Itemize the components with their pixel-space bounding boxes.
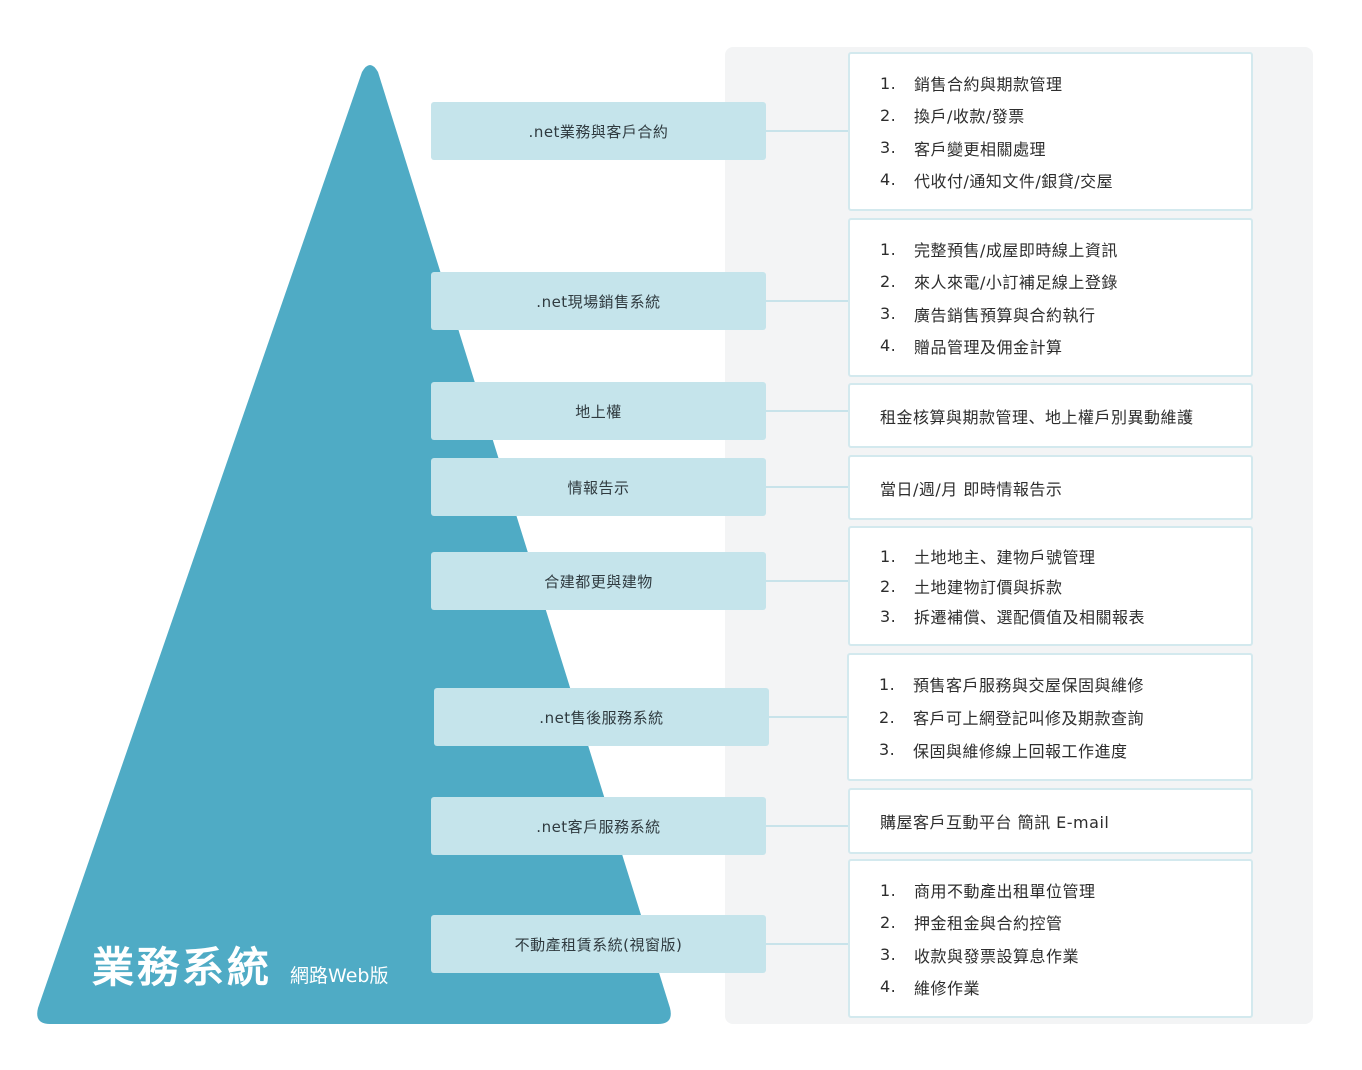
detail-item-text: 換戶/收款/發票 (914, 107, 1025, 127)
detail-item: 3. 客戶變更相關處理 (880, 132, 1251, 164)
system-title: 業務系統 網路Web版 (92, 934, 388, 995)
connector-line (769, 716, 847, 718)
module-box: .net業務與客戶合約 (431, 102, 766, 160)
connector-line (766, 410, 848, 412)
detail-item-text: 保固與維修線上回報工作進度 (913, 741, 1128, 761)
detail-item: 3. 拆遷補償、選配價值及相關報表 (880, 601, 1251, 631)
detail-item-number: 4. (880, 170, 897, 190)
detail-item-number: 1. (880, 880, 897, 900)
detail-item-text: 押金租金與合約控管 (914, 914, 1063, 934)
module-detail-box: 當日/週/月 即時情報告示 (848, 455, 1253, 520)
detail-item-text: 代收付/通知文件/銀貸/交屋 (914, 171, 1114, 191)
detail-item-number: 2. (880, 576, 897, 596)
detail-item-number: 2. (880, 105, 897, 125)
connector-line (766, 825, 848, 827)
detail-item-text: 來人來電/小訂補足線上登錄 (914, 273, 1118, 293)
module-box: .net客戶服務系統 (431, 797, 766, 855)
detail-item-text: 收款與發票設算息作業 (914, 946, 1080, 966)
connector-line (766, 130, 848, 132)
detail-item: 租金核算與期款管理、地上權戶別異動維護 (880, 404, 1251, 428)
detail-item: 4. 贈品管理及佣金計算 (880, 330, 1251, 362)
connector-line (766, 486, 848, 488)
pyramid-triangle (37, 65, 671, 1024)
detail-item-text: 廣告銷售預算與合約執行 (914, 305, 1096, 325)
detail-item-number: 3. (880, 304, 897, 324)
detail-item: 2. 押金租金與合約控管 (880, 906, 1251, 938)
module-detail-box: 購屋客戶互動平台 簡訊 E-mail (848, 788, 1253, 854)
connector-line (766, 943, 848, 945)
detail-item: 購屋客戶互動平台 簡訊 E-mail (880, 809, 1251, 833)
detail-item-number: 4. (880, 977, 897, 997)
detail-item-number: 4. (880, 336, 897, 356)
detail-item: 3. 廣告銷售預算與合約執行 (880, 298, 1251, 330)
module-box: 不動產租賃系統(視窗版) (431, 915, 766, 973)
detail-item: 3. 保固與維修線上回報工作進度 (879, 733, 1251, 766)
detail-item-text: 購屋客戶互動平台 簡訊 E-mail (880, 813, 1110, 832)
detail-item-number: 2. (880, 271, 897, 291)
detail-item-number: 1. (879, 674, 896, 694)
detail-item-number: 1. (880, 73, 897, 93)
detail-item-text: 預售客戶服務與交屋保固與維修 (913, 676, 1145, 696)
detail-item-text: 客戶變更相關處理 (914, 139, 1047, 159)
detail-item: 2. 來人來電/小訂補足線上登錄 (880, 265, 1251, 297)
module-detail-box: 1. 完整預售/成屋即時線上資訊 2. 來人來電/小訂補足線上登錄 3. 廣告銷售預算與合… (848, 218, 1253, 377)
detail-item-text: 拆遷補償、選配價值及相關報表 (914, 608, 1146, 627)
detail-item-number: 3. (880, 606, 897, 626)
detail-item: 1. 完整預售/成屋即時線上資訊 (880, 233, 1251, 265)
detail-item: 1. 預售客戶服務與交屋保固與維修 (879, 668, 1251, 701)
detail-item: 4. 維修作業 (880, 971, 1251, 1003)
detail-item-number: 2. (880, 912, 897, 932)
detail-item-text: 土地地主、建物戶號管理 (914, 548, 1096, 567)
module-box: .net現場銷售系統 (431, 272, 766, 330)
detail-item: 2. 土地建物訂價與拆款 (880, 571, 1251, 601)
connector-line (766, 300, 848, 302)
detail-item-text: 完整預售/成屋即時線上資訊 (914, 241, 1118, 261)
detail-item: 2. 客戶可上網登記叫修及期款查詢 (879, 701, 1251, 734)
detail-item: 1. 土地地主、建物戶號管理 (880, 541, 1251, 571)
detail-item: 2. 換戶/收款/發票 (880, 99, 1251, 131)
detail-item-text: 贈品管理及佣金計算 (914, 337, 1063, 357)
detail-item: 3. 收款與發票設算息作業 (880, 939, 1251, 971)
detail-item-text: 土地建物訂價與拆款 (914, 578, 1063, 597)
detail-item: 4. 代收付/通知文件/銀貸/交屋 (880, 164, 1251, 196)
detail-item-text: 客戶可上網登記叫修及期款查詢 (913, 709, 1145, 728)
module-box: 情報告示 (431, 458, 766, 516)
detail-item: 當日/週/月 即時情報告示 (880, 476, 1251, 500)
detail-item-number: 2. (879, 707, 896, 727)
detail-item-text: 維修作業 (914, 978, 981, 998)
module-detail-box: 1. 預售客戶服務與交屋保固與維修 2. 客戶可上網登記叫修及期款查詢 3. 保固與維修線… (847, 653, 1253, 781)
detail-item-number: 1. (880, 239, 897, 259)
system-title-sub: 網路Web版 (290, 965, 389, 987)
module-box: .net售後服務系統 (434, 688, 769, 746)
system-title-main: 業務系統 (92, 943, 273, 992)
detail-item: 1. 商用不動產出租單位管理 (880, 874, 1251, 906)
detail-item-number: 3. (880, 138, 897, 158)
module-detail-box: 1. 商用不動產出租單位管理 2. 押金租金與合約控管 3. 收款與發票設算息作業 4. 維修… (848, 859, 1253, 1018)
detail-item-text: 當日/週/月 即時情報告示 (880, 479, 1063, 499)
module-detail-box: 1. 銷售合約與期款管理 2. 換戶/收款/發票 3. 客戶變更相關處理 4. 代收付/通知文… (848, 52, 1253, 211)
module-box: 地上權 (431, 382, 766, 440)
module-box: 合建都更與建物 (431, 552, 766, 610)
detail-item-text: 租金核算與期款管理、地上權戶別異動維護 (880, 407, 1194, 427)
detail-item-number: 3. (880, 945, 897, 965)
detail-item-number: 1. (880, 546, 897, 566)
detail-item-text: 商用不動產出租單位管理 (914, 882, 1096, 902)
module-detail-box: 1. 土地地主、建物戶號管理 2. 土地建物訂價與拆款 3. 拆遷補償、選配價值及相關報表 (848, 526, 1253, 646)
detail-item-text: 銷售合約與期款管理 (914, 75, 1063, 95)
detail-item: 1. 銷售合約與期款管理 (880, 67, 1251, 99)
connector-line (766, 580, 848, 582)
detail-item-number: 3. (879, 740, 896, 760)
module-detail-box: 租金核算與期款管理、地上權戶別異動維護 (848, 383, 1253, 448)
